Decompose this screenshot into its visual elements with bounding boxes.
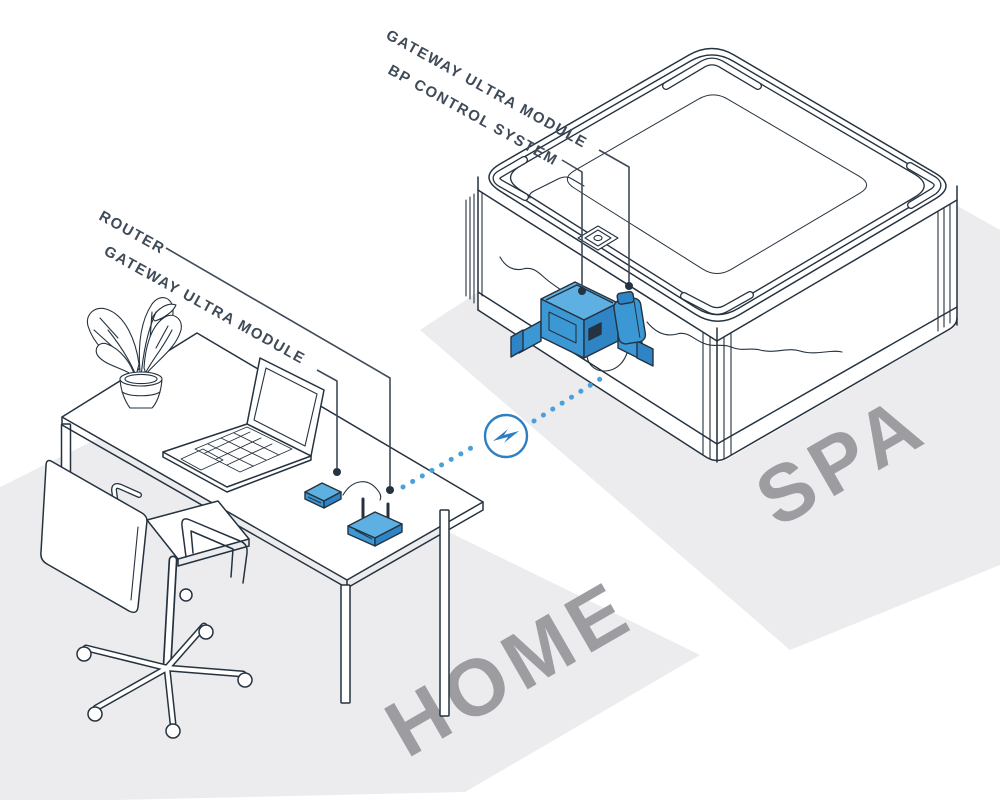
wireless-link [400,371,611,490]
bp-control-box [510,281,654,367]
spa-body [478,48,957,462]
rim-grip-channels [492,57,942,315]
corner-rib-pillars [465,192,951,463]
leader-dot-spa-gateway [625,282,633,290]
spa-illustration [465,47,958,463]
potted-plant [86,297,182,409]
leader-dot-bp-control [578,287,586,295]
lightning-bolt-icon [493,429,519,443]
router-device [347,497,403,547]
desk-illustration [60,297,484,717]
office-chair [40,459,253,739]
wireless-dotted-line-spa [531,371,611,424]
chair-backrest [40,459,148,614]
callout-leaders [165,149,633,494]
leader-dot-router [386,486,394,494]
spa-topside-control-panel [577,225,619,251]
ethernet-cable [342,481,382,501]
desk-leg-right [439,509,450,717]
spa-cables [499,256,843,372]
chair-armrest [181,518,248,584]
laptop [162,357,325,493]
desk-leg-front [340,584,351,704]
spa-gateway-module [613,290,647,345]
wireless-dotted-line-home [400,441,481,490]
home-gateway-device [304,482,342,509]
chair-base [76,555,253,739]
leader-dot-home-gateway [333,468,341,476]
